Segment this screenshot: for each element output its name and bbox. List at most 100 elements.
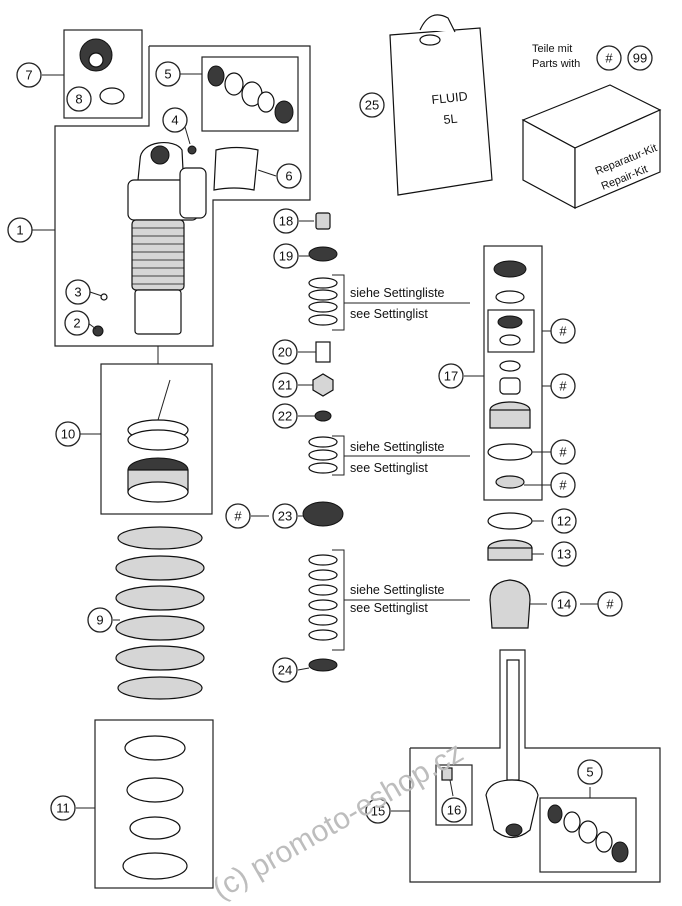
callout-1: 1 [7,217,33,243]
repair-kit-box: Reparatur-Kit Repair-Kit [521,84,662,210]
svg-text:21: 21 [278,378,292,393]
callout-17: 17 [438,363,464,389]
callout-2: 2 [64,310,90,336]
legend-line-1: Teile mit [532,43,572,55]
svg-text:2: 2 [73,316,80,331]
callout-hash-14: # [597,591,623,617]
part-19-piston-cap [308,246,338,262]
frame-part-15 [409,649,661,883]
part-11-spacer-rings [122,735,188,880]
callout-13: 13 [551,541,577,567]
svg-text:17: 17 [444,369,458,384]
svg-text:12: 12 [557,514,571,529]
part-25-fluid-can: FLUID 5L [389,14,493,196]
settings-note-en-3: see Settinglist [350,601,428,615]
callout-16: 16 [441,797,467,823]
callout-14: 14 [551,591,577,617]
svg-text:#: # [605,51,613,66]
part-3-washer [100,293,108,301]
part-9-spring [115,526,205,700]
svg-text:22: 22 [278,409,292,424]
svg-text:14: 14 [557,597,571,612]
settings-note-en-2: see Settinglist [350,461,428,475]
svg-text:25: 25 [365,98,379,113]
part-5-bearing-set [207,65,294,124]
frame-part-17 [483,245,543,501]
part-17-reservoir-parts [487,260,535,489]
callout-8: 8 [66,86,92,112]
callout-hash-17b: # [550,373,576,399]
callout-hash-17c: # [550,439,576,465]
legend-hash-callout: # [596,45,622,71]
svg-text:9: 9 [96,613,103,628]
part-16-valve [441,767,453,781]
fluid-can-text-2: 5L [443,112,458,127]
svg-text:10: 10 [61,427,75,442]
svg-text:19: 19 [279,249,293,264]
svg-text:99: 99 [633,51,647,66]
callout-4: 4 [162,107,188,133]
callout-22: 22 [272,403,298,429]
part-1-shock-body [127,142,207,335]
svg-text:#: # [559,324,567,339]
frame-part-5 [201,56,299,132]
svg-text:13: 13 [557,547,571,562]
callout-hash-17d: # [550,472,576,498]
svg-text:#: # [559,445,567,460]
frame-part-7 [63,29,143,119]
part-5b-bearing-set [547,804,629,863]
callout-5: 5 [155,61,181,87]
frame-part-1 [54,45,311,347]
callout-7: 7 [16,62,42,88]
callout-25: 25 [359,92,385,118]
svg-text:1: 1 [16,223,23,238]
part-24-washer [308,658,338,672]
callout-20: 20 [272,339,298,365]
part-4-screw [187,145,197,155]
callout-21: 21 [272,372,298,398]
svg-text:#: # [234,509,242,524]
frame-part-10 [100,363,213,515]
part-21-nut [312,373,334,397]
svg-text:#: # [559,379,567,394]
callout-11: 11 [50,795,76,821]
svg-text:24: 24 [278,663,292,678]
part-13-seal-head [487,539,533,561]
callout-23: 23 [272,503,298,529]
svg-text:5: 5 [164,67,171,82]
legend-line-2: Parts with [532,58,580,70]
part-23-piston [302,501,344,527]
settings-note-en-1: see Settinglist [350,307,428,321]
callout-19: 19 [273,243,299,269]
callout-hash-23: # [225,503,251,529]
part-6-sticker [213,146,259,191]
callout-10: 10 [55,421,81,447]
part-7-eye-bearing [79,38,113,72]
svg-text:#: # [606,597,614,612]
leader-lines [32,73,598,812]
callout-9: 9 [87,607,113,633]
callout-24: 24 [272,657,298,683]
part-20-spacer [315,341,331,363]
frame-part-16 [435,764,473,826]
svg-text:8: 8 [75,92,82,107]
part-14-bump-stop [489,579,531,629]
fluid-can-text-1: FLUID [431,89,468,107]
svg-text:18: 18 [279,214,293,229]
svg-text:20: 20 [278,345,292,360]
part-12-o-ring [487,512,533,530]
part-22-washer [314,410,332,422]
watermark: (c) promoto-eshop.cz [207,736,469,906]
part-8-ring [99,87,125,105]
svg-text:7: 7 [25,68,32,83]
svg-text:5: 5 [586,765,593,780]
part-10-spring-adjuster [127,379,189,503]
settings-note-de-3: siehe Settingliste [350,583,445,597]
center-valve-stack [302,212,344,672]
legend-99-callout: 99 [627,45,653,71]
callout-5-lower: 5 [577,759,603,785]
svg-text:15: 15 [371,804,385,819]
part-15-piston-rod [485,659,539,839]
callout-hash-17a: # [550,318,576,344]
